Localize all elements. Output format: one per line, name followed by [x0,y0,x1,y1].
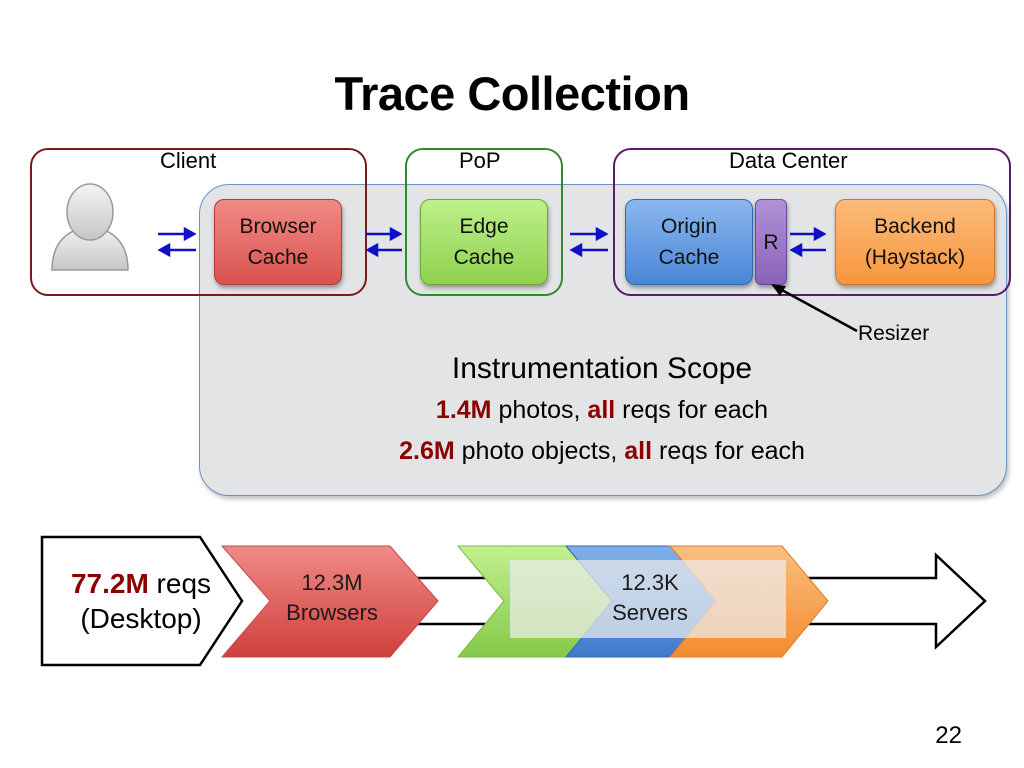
objects-count: 2.6M [399,437,455,465]
resizer-pointer-arrow [771,284,858,333]
pop-group [405,148,563,296]
backend-line2: (Haystack) [864,246,966,269]
edge-origin-arrows [569,226,609,258]
backend-line1: Backend [874,215,956,238]
requests-line1: 77.2M reqs [46,566,236,601]
photos-count: 1.4M [435,396,492,424]
photos-text1: photos, [491,396,588,424]
browser-edge-arrows [365,226,403,258]
servers-label: Servers [612,600,688,625]
browser-cache-line1: Browser [239,215,317,238]
client-browser-arrows [157,226,197,258]
origin-cache-line2: Cache [658,246,720,269]
requests-pentagon [40,535,244,667]
browsers-count: 12.3M [301,570,363,595]
client-label: Client [160,148,217,173]
page-number: 22 [935,722,962,749]
resizer-backend-arrows [789,226,827,258]
photos-all: all [587,396,616,424]
browsers-label: Browsers [286,600,378,625]
browser-cache-box: Browser Cache [214,199,342,285]
slide-title: Trace Collection [334,67,690,120]
requests-label: reqs [148,568,212,599]
data-center-group [613,148,1011,296]
servers-text: 12.3K Servers [580,568,720,628]
pop-label: PoP [459,148,501,173]
resizer-label: Resizer [858,322,930,345]
requests-sub: (Desktop) [80,603,202,634]
edge-cache-line1: Edge [459,215,509,238]
origin-cache-line1: Origin [660,215,718,238]
objects-all: all [624,437,653,465]
servers-overlay [510,560,786,638]
browsers-chevron [220,545,439,658]
requests-count: 77.2M [70,568,149,599]
edge-cache-line2: Cache [453,246,515,269]
scope-heading: Instrumentation Scope [451,352,753,385]
scope-line2: 2.6M photo objects, all reqs for each [199,437,1005,466]
client-group [30,148,367,296]
objects-text2: reqs for each [652,437,805,465]
data-center-label: Data Center [729,148,848,173]
browsers-text: 12.3M Browsers [262,568,402,628]
requests-text: 77.2M reqs (Desktop) [46,566,236,636]
edge-cache-box: Edge Cache [420,199,548,285]
browser-cache-line2: Cache [247,246,309,269]
scope-line1: 1.4M photos, all reqs for each [199,396,1005,425]
resizer-box-label: R [763,230,779,254]
backend-box: Backend (Haystack) [835,199,995,285]
photos-text2: reqs for each [615,396,769,424]
user-icon [51,183,129,271]
origin-cache-box: Origin Cache [625,199,753,285]
resizer-box: R [755,199,787,285]
objects-text1: photo objects, [454,437,625,465]
servers-count: 12.3K [621,570,679,595]
